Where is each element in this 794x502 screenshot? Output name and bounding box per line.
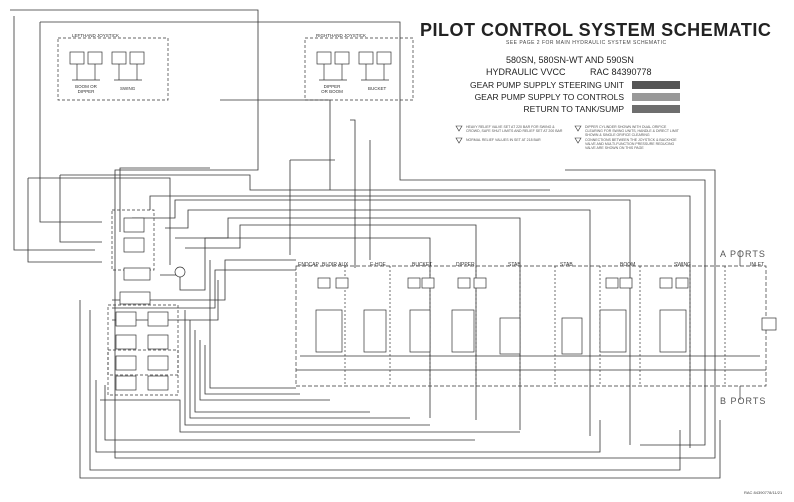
reducing-valve [123,217,145,233]
page-subtitle: SEE PAGE 2 FOR MAIN HYDRAULIC SYSTEM SCH… [506,40,667,46]
pilot-valve [115,311,137,327]
relief-valve [605,277,619,289]
b-ports-label: B PORTS [720,396,767,406]
joystick-valve [69,51,85,65]
pilot-valve-block [107,304,179,376]
joystick-valve [87,51,103,65]
control-valve-bank [295,250,777,400]
joystick-valve [129,51,145,65]
note-text: DIPPER CYLINDER SHOWN WITH DUAL ORIFICE … [585,125,679,137]
section-label: BUCKET [412,262,433,268]
joystick-valve [376,51,392,65]
reducing-valve [123,237,145,253]
legend-label: GEAR PUMP SUPPLY STEERING UNIT [470,80,624,90]
legend-item: RETURN TO TANK/SUMP [430,104,680,114]
joystick-label: BOOM OR DIPPER [75,84,97,94]
valve-spool-stab [561,317,583,355]
note-triangle-icon [455,137,463,144]
section-label: SWING [674,262,691,268]
relief-valve [473,277,487,289]
section-label: ENDCAP [298,262,319,268]
joystick-label: BUCKET [368,86,387,91]
note-markers [455,125,582,144]
valve-spool-bidir-aux [315,309,343,353]
model-list: 580SN, 580SN-WT AND 590SN [506,55,634,65]
relief-valve [317,277,331,289]
lefthand-joystick-title: LEFTHAND JOYSTICK [72,33,120,38]
relief-valve [659,277,673,289]
pressure-switch [174,266,186,278]
relief-valve [619,277,633,289]
section-label: STAB [560,262,573,268]
pilot-valve [147,311,169,327]
section-label: BOOM [620,262,636,268]
section-label: BI-DIR AUX [322,262,349,268]
solenoid-valve [119,291,151,305]
legend-item: GEAR PUMP SUPPLY TO CONTROLS [430,92,680,102]
valve-spool-dipper [451,309,475,353]
pilot-valve [115,355,137,371]
legend-swatch [632,81,680,89]
rac-number: RAC 84390778 [590,67,652,77]
legend-swatch [632,93,680,101]
pilot-valve [147,334,169,350]
legend-swatch [632,105,680,113]
valve-spool-swing [659,309,687,353]
note-triangle-icon [574,137,582,144]
joystick-valve [316,51,332,65]
relief-valve [457,277,471,289]
legend-label: GEAR PUMP SUPPLY TO CONTROLS [474,92,624,102]
note-triangle-icon [455,125,463,132]
pilot-valve [147,375,169,391]
note-text: CONNECTIONS BETWEEN THE JOYSTICK & BACKH… [585,138,677,150]
righthand-joystick [304,37,414,101]
joystick-label: DIPPER OR BOOM [321,84,343,94]
joystick-valve [334,51,350,65]
relief-valve [335,277,349,289]
note-text: HEAVY RELIEF VALVE SET AT 220 BAR FOR SW… [466,125,563,133]
section-label: E-HOE [370,262,386,268]
valve-stack [107,209,186,396]
note-text: NORMAL RELIEF VALUES IN SET AT 218 BAR [466,138,541,142]
righthand-joystick-title: RIGHTHAND JOYSTICK [316,33,367,38]
valve-spool-boom [599,309,627,353]
main-wiring [10,9,721,479]
page-title: PILOT CONTROL SYSTEM SCHEMATIC [420,20,772,40]
legend-item: GEAR PUMP SUPPLY STEERING UNIT [430,80,680,90]
note-triangle-icon [574,125,582,132]
a-ports-label: A PORTS [720,249,766,259]
pilot-valve [147,355,169,371]
section-label: STAB [508,262,521,268]
legend-label: RETURN TO TANK/SUMP [523,104,624,114]
relief-valve [407,277,421,289]
system-label: HYDRAULIC VVCC [486,67,566,77]
section-label: INLET [750,262,765,268]
pilot-valve [115,334,137,350]
joystick-label: SWING [120,86,136,91]
joystick-valve [358,51,374,65]
lefthand-joystick-frame [57,37,169,101]
valve-spool-stab [499,317,521,355]
valve-spool-bucket [409,309,431,353]
section-label: DIPPER [456,262,475,268]
pilot-valve [115,375,137,391]
relief-valve [675,277,689,289]
inlet-valve [761,317,777,331]
valve-spool-ehoe [363,309,387,353]
joystick-valve [111,51,127,65]
pilot-valve-block [107,349,179,396]
solenoid-valve [123,267,151,281]
lefthand-joystick [57,37,169,101]
relief-valve [421,277,435,289]
footer-reference: RAC 84390778/11/21 [744,490,783,495]
